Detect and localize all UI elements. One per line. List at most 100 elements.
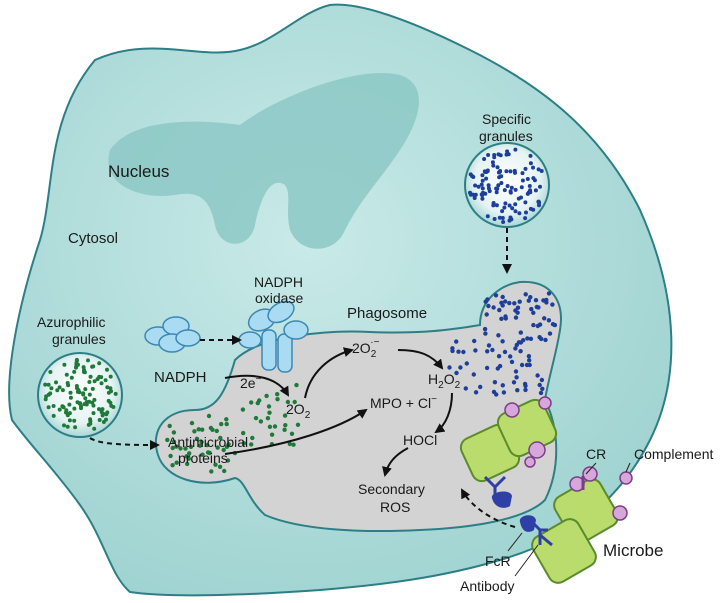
granule-dot <box>72 418 77 423</box>
label-mpo: MPO + Cl− <box>370 394 437 411</box>
granule-dot <box>105 410 110 415</box>
granule-dot <box>528 188 533 193</box>
granule-dot <box>81 365 86 370</box>
granule-dot <box>91 411 96 416</box>
granule-dot <box>480 178 485 183</box>
granule-dot <box>174 444 179 449</box>
granule-dot <box>108 386 113 391</box>
granule-dot <box>183 446 188 451</box>
granule-dot <box>51 404 56 408</box>
granule-dot <box>473 183 478 188</box>
granule-dot <box>103 378 108 383</box>
granule-dot <box>524 210 528 215</box>
granule-dot <box>472 338 477 344</box>
granule-dot <box>536 305 541 310</box>
granule-dot <box>272 424 278 429</box>
granule-dot <box>513 346 518 351</box>
granule-dot <box>514 342 519 348</box>
granule-dot <box>187 451 192 456</box>
granule-dot <box>518 340 524 345</box>
granule-dot <box>90 386 95 391</box>
granule-dot <box>57 407 62 412</box>
granule-dot <box>205 442 210 448</box>
granule-dot <box>109 389 113 394</box>
granule-dot <box>218 435 223 441</box>
granule-dot <box>500 339 505 344</box>
granule-dot <box>535 323 540 329</box>
granule-dot <box>497 175 502 180</box>
granule-dot <box>283 423 288 428</box>
granule-dot <box>491 305 496 310</box>
granule-dot <box>492 380 498 385</box>
granule-dot <box>526 354 532 359</box>
granule-dot <box>542 316 547 321</box>
granule-dot <box>496 183 501 188</box>
granule-dot <box>519 185 524 190</box>
granule-dot <box>67 402 72 407</box>
granule-dot <box>91 403 96 408</box>
granule-dot <box>484 365 490 371</box>
granule-dot <box>264 393 269 399</box>
granule-dot <box>531 165 535 170</box>
granule-dot <box>500 383 505 388</box>
granule-dot <box>504 152 509 157</box>
granule-dot <box>502 188 507 193</box>
granule-dot <box>74 365 78 370</box>
granule-dot <box>64 372 69 377</box>
granule-dot <box>209 469 214 474</box>
arrow-hocl-to-secondary-ros <box>382 447 409 477</box>
granule-dot <box>494 392 499 397</box>
granule-dot <box>546 318 552 323</box>
label-hocl: HOCl <box>403 432 437 448</box>
granule-dot <box>95 377 100 382</box>
granule-dot <box>253 415 259 421</box>
granule-dot <box>46 382 51 387</box>
granule-dot <box>188 444 194 449</box>
label-electrons: 2e− <box>240 374 262 391</box>
granule-dot <box>266 404 272 409</box>
granule-dot <box>513 187 518 192</box>
label-specific-granules-line2: granules <box>479 128 533 144</box>
granule-dot <box>495 366 500 371</box>
granule-dot <box>291 442 296 447</box>
granule-dot <box>68 395 73 400</box>
granule-dot <box>523 200 528 205</box>
granule-dot <box>194 436 200 441</box>
granule-dot <box>92 379 97 384</box>
granule-dot <box>485 169 490 174</box>
granule-dot <box>512 168 517 173</box>
granule-dot <box>493 293 499 298</box>
granule-dot <box>167 423 172 429</box>
granule-dot <box>454 339 459 344</box>
granule-dot <box>51 413 56 418</box>
granule-dot <box>478 384 483 390</box>
granule-dot <box>214 428 219 434</box>
granule-dot <box>485 214 490 219</box>
granule-dot <box>49 386 54 391</box>
granule-dot <box>543 337 548 343</box>
granule-dot <box>538 184 542 189</box>
granule-dot <box>524 362 530 368</box>
granule-dot <box>473 348 478 353</box>
granule-dot <box>69 375 74 380</box>
granule-dot <box>498 169 503 173</box>
granule-dot <box>250 435 255 441</box>
granule-dot <box>497 307 502 313</box>
granule-dot <box>525 177 530 181</box>
label-complement: Complement <box>634 446 713 462</box>
granule-dot <box>483 299 488 304</box>
granule-dot <box>468 172 473 177</box>
granule-dot <box>48 370 53 374</box>
arrow-fcr-to-phagosome <box>461 488 516 528</box>
granule-dot <box>473 390 479 395</box>
granule-dot <box>496 354 502 359</box>
granule-dot <box>535 373 540 378</box>
granule-dot <box>500 294 505 300</box>
granule-dot <box>531 322 536 328</box>
granule-dot <box>520 171 525 176</box>
granule-dot <box>536 167 541 172</box>
granule-dot <box>505 149 510 154</box>
granule-dot <box>503 314 508 319</box>
label-secondary-ros-line2: ROS <box>380 499 410 515</box>
granule-dot <box>78 401 82 406</box>
